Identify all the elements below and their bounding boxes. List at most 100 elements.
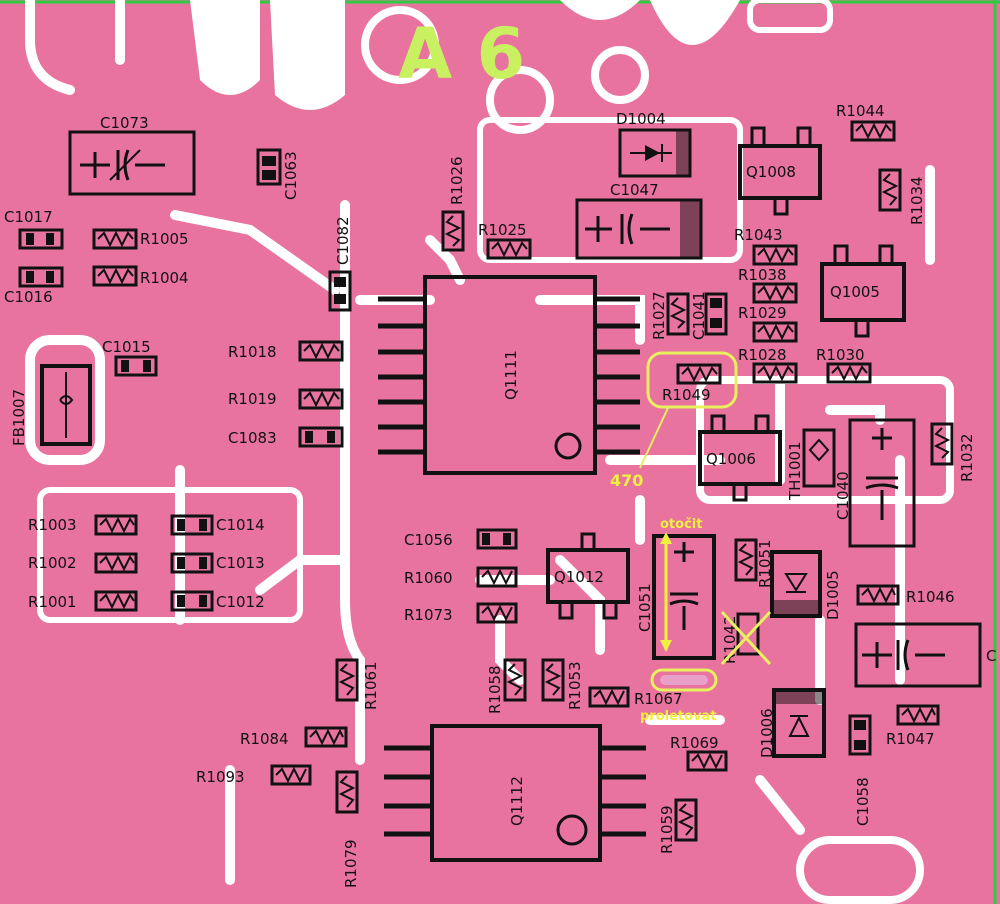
annotation-proletovat: proletovat (640, 709, 717, 724)
label-r1005: R1005 (140, 230, 189, 248)
capacitor-c1051: C1051 otočit (636, 517, 716, 660)
diode-d1004: D1004 (616, 110, 692, 178)
label-c1012: C1012 (216, 593, 265, 611)
label-c1051: C1051 (636, 583, 654, 632)
label-c1041: C1041 (690, 291, 708, 340)
label-r1043: R1043 (734, 226, 783, 244)
transistor-q1012: Q1012 (546, 532, 630, 620)
label-c1014: C1014 (216, 516, 265, 534)
resistor-r1042: R1042 (720, 610, 772, 666)
ic-q1111: Q1111 (378, 275, 640, 475)
label-c-edge: C (986, 647, 996, 665)
capacitor-c1016: C1016 (4, 266, 64, 306)
capacitor-c1013: C1013 (170, 552, 265, 574)
label-r1067: R1067 (634, 690, 683, 708)
resistor-r1043: R1043 (734, 226, 783, 244)
capacitor-c1056: C1056 (404, 528, 518, 550)
resistor-r1060: R1060 (404, 566, 518, 588)
capacitor-c1082: C1082 (328, 216, 352, 312)
highlight-r1049 (646, 351, 738, 409)
resistor-r1044: R1044 (836, 102, 896, 142)
resistor-r1079: R1079 (335, 770, 360, 888)
resistor-r1093: R1093 (196, 764, 312, 786)
resistor-r1084: R1084 (240, 726, 348, 748)
label-r1018: R1018 (228, 343, 277, 361)
label-d1006: D1006 (758, 708, 776, 758)
resistor-r1002: R1002 (28, 552, 138, 574)
label-c1063: C1063 (282, 151, 300, 200)
resistor-r1026: R1026 (441, 156, 466, 252)
capacitor-c1040: C1040 (834, 418, 916, 548)
label-q1111: Q1111 (502, 350, 520, 400)
transistor-q1006: Q1006 (698, 414, 782, 502)
label-r1079: R1079 (342, 839, 360, 888)
resistor-r1049: R1049 470 (610, 351, 738, 490)
capacitor-c1015: C1015 (102, 338, 158, 377)
resistor-r1073: R1073 (404, 602, 518, 624)
label-r1002: R1002 (28, 554, 77, 572)
transistor-q1008: Q1008 (738, 126, 822, 216)
label-d1005: D1005 (824, 570, 842, 620)
label-r1032: R1032 (958, 433, 976, 482)
label-r1058: R1058 (486, 665, 504, 714)
label-q1012: Q1012 (554, 568, 604, 586)
resistor-r1061: R1061 (335, 658, 380, 710)
resistor-r1028: R1028 (738, 346, 798, 384)
label-r1084: R1084 (240, 730, 289, 748)
resistor-r1019: R1019 (228, 388, 344, 410)
capacitor-c1014: C1014 (170, 514, 265, 536)
resistor-r1032: R1032 (930, 422, 976, 482)
label-th1001: TH1001 (786, 441, 804, 501)
label-d1004: D1004 (616, 110, 666, 128)
capacitor-c1017: C1017 (4, 208, 64, 250)
capacitor-c1083: C1083 (228, 426, 344, 448)
capacitor-c1063: C1063 (256, 148, 300, 200)
resistor-r1001: R1001 (28, 590, 138, 612)
label-c1016: C1016 (4, 288, 53, 306)
label-q1005: Q1005 (830, 283, 880, 301)
resistor-r1030: R1030 (816, 346, 872, 384)
resistor-r1051: R1051 (734, 538, 774, 588)
resistor-r1069: R1069 (670, 734, 728, 772)
resistor-r1058: R1058 (486, 658, 527, 714)
label-r1028: R1028 (738, 346, 787, 364)
resistor-r1027: R1027 (650, 291, 690, 340)
label-r1029: R1029 (738, 304, 787, 322)
label-r1061: R1061 (362, 661, 380, 710)
capacitor-c1058: C1058 (848, 714, 872, 826)
diode-d1005: D1005 (770, 550, 842, 620)
resistor-r1053: R1053 (541, 658, 584, 710)
resistor-r1004: R1004 (92, 265, 189, 287)
capacitor-right-edge: C (854, 622, 996, 688)
capacitor-c1041: C1041 (690, 291, 728, 340)
resistor-r1005: R1005 (92, 228, 189, 250)
diode-d1006: D1006 (758, 688, 826, 758)
label-r1053: R1053 (566, 661, 584, 710)
label-r1027: R1027 (650, 291, 668, 340)
label-r1049: R1049 (662, 386, 711, 404)
resistor-r1003: R1003 (28, 514, 138, 536)
label-r1059: R1059 (658, 805, 676, 854)
label-r1073: R1073 (404, 606, 453, 624)
label-c1047: C1047 (610, 181, 659, 199)
label-c1073: C1073 (100, 114, 149, 132)
copper-pours (25, 0, 954, 904)
resistor-r1018: R1018 (228, 340, 344, 362)
label-r1051: R1051 (756, 539, 774, 588)
resistor-r1047: R1047 (886, 704, 940, 748)
thermistor-th1001: TH1001 (786, 428, 836, 501)
resistor-r1025: R1025 (478, 221, 532, 260)
label-r1044: R1044 (836, 102, 885, 120)
resistor-r1034: R1034 (878, 168, 926, 225)
capacitor-c1047: C1047 (575, 181, 703, 260)
label-c1015: C1015 (102, 338, 151, 356)
annotation-value-470: 470 (610, 471, 643, 490)
label-r1034: R1034 (908, 176, 926, 225)
resistor-r1029: R1029 (738, 304, 798, 343)
label-r1001: R1001 (28, 593, 77, 611)
resistor-r1067: R1067 proletovat (588, 668, 718, 724)
capacitor-c1012: C1012 (170, 590, 265, 612)
label-c1013: C1013 (216, 554, 265, 572)
ic-q1112: Q1112 (384, 724, 646, 862)
